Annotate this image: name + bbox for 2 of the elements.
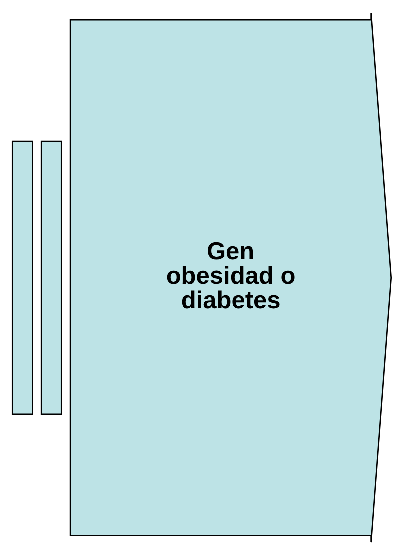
node-bar — [12, 140, 34, 416]
node-bar — [40, 140, 62, 416]
